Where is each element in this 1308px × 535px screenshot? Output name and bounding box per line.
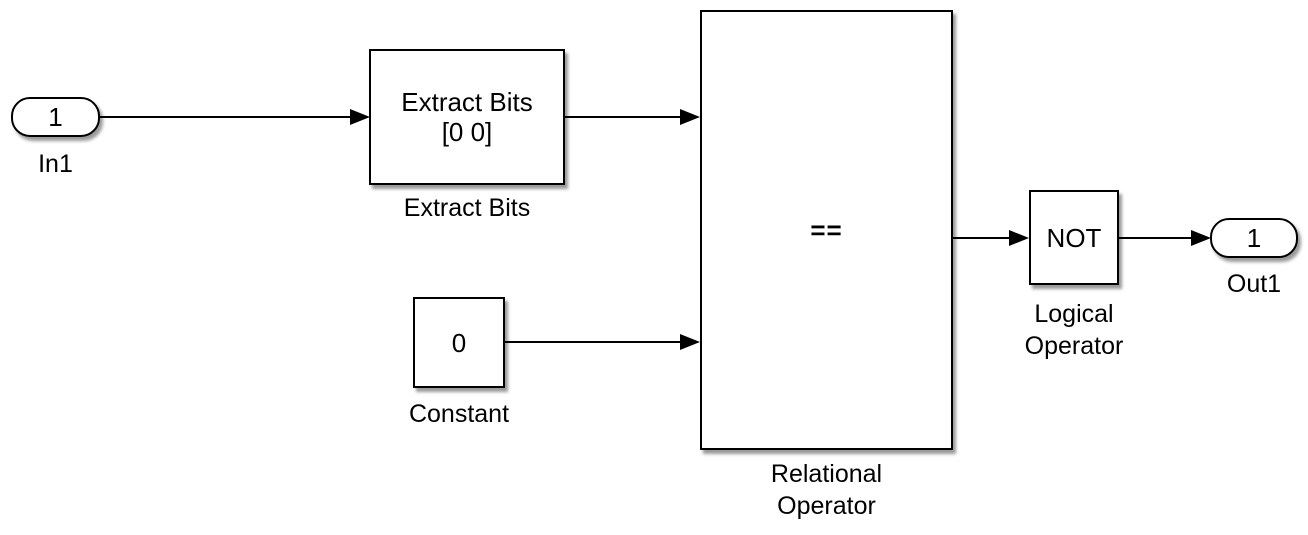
wire-arrowhead-icon [680, 334, 700, 350]
wire-arrowhead-icon [1191, 230, 1211, 246]
wire-in1-to-extract-bits[interactable] [100, 116, 352, 118]
relational-operator-label[interactable]: Relational Operator [770, 460, 883, 520]
inport-block-in1[interactable]: 1 [11, 97, 100, 137]
wire-arrowhead-icon [350, 109, 370, 125]
outport-number: 1 [1246, 223, 1262, 253]
logical-operator-symbol: NOT [1046, 222, 1102, 253]
outport-out1-label[interactable]: Out1 [1226, 270, 1282, 298]
logical-operator-label[interactable]: Logical Operator [1024, 300, 1124, 360]
outport-block-out1[interactable]: 1 [1210, 218, 1298, 258]
constant-value: 0 [451, 327, 467, 358]
extract-bits-block[interactable]: Extract Bits [0 0] [369, 49, 565, 185]
constant-block[interactable]: 0 [413, 297, 505, 388]
wire-arrowhead-icon [1009, 230, 1029, 246]
extract-bits-text: Extract Bits [0 0] [401, 87, 533, 147]
inport-number: 1 [48, 102, 63, 132]
relational-operator-block[interactable]: == [700, 10, 953, 450]
wire-logical-to-out1[interactable] [1119, 237, 1193, 239]
wire-relational-to-logical[interactable] [953, 237, 1011, 239]
extract-bits-label[interactable]: Extract Bits [403, 194, 531, 222]
wire-extract-bits-to-relational[interactable] [565, 116, 682, 118]
inport-in1-label[interactable]: In1 [38, 150, 73, 178]
relational-operator-symbol: == [810, 215, 843, 245]
wire-arrowhead-icon [680, 109, 700, 125]
constant-label[interactable]: Constant [408, 400, 510, 428]
wire-constant-to-relational[interactable] [505, 341, 682, 343]
logical-operator-block[interactable]: NOT [1029, 190, 1119, 285]
